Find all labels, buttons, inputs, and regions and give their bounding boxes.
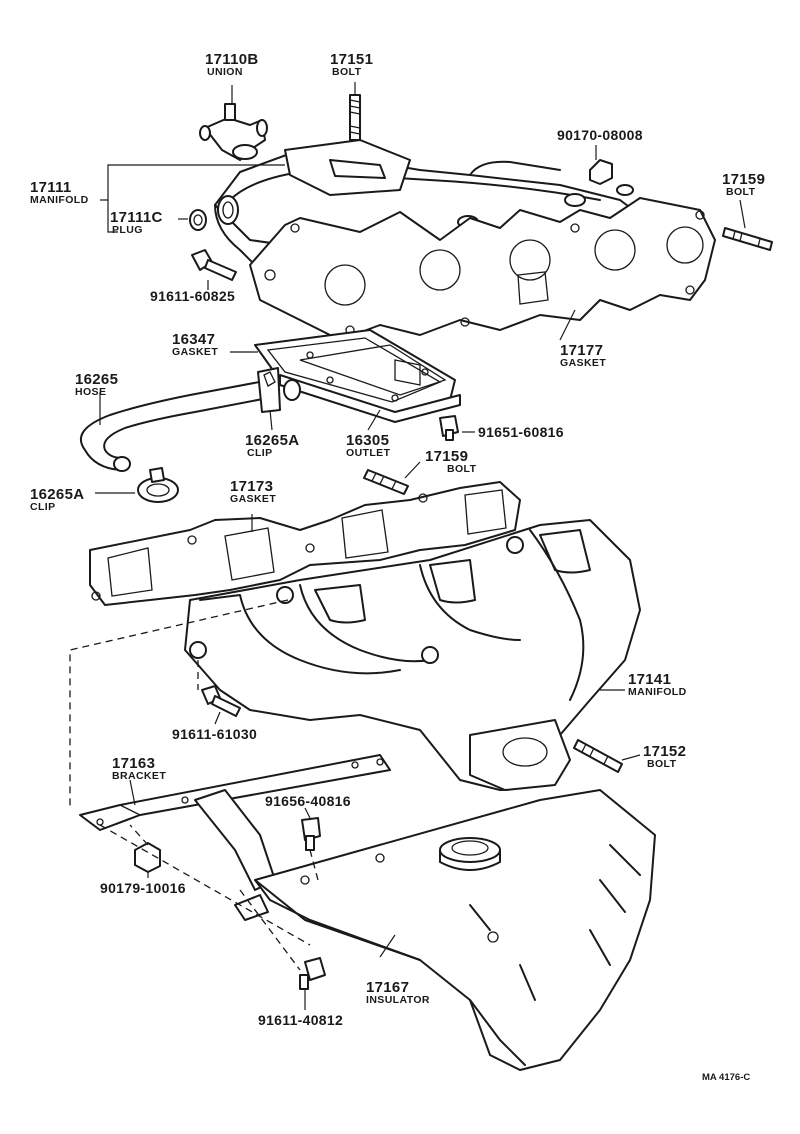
part-name: CLIP (247, 447, 273, 459)
bolt-91611-40812-drawing (299, 957, 326, 990)
part-name: BRACKET (112, 770, 167, 782)
part-label-manifold-exhaust: 17141 MANIFOLD (628, 672, 687, 698)
part-number: 17177 (560, 342, 604, 359)
part-label-bolt-bracket: 91656-40816 (265, 794, 351, 808)
part-number: 17151 (330, 51, 374, 68)
part-name: UNION (207, 66, 243, 78)
part-number: 16305 (346, 432, 390, 449)
clip-lower-drawing (137, 467, 179, 503)
exhaust-manifold-drawing (184, 519, 641, 791)
bolt-91656-drawing (301, 817, 321, 851)
part-number: 17163 (112, 755, 156, 772)
stud-17159-mid-drawing (363, 469, 409, 495)
part-number: 17152 (643, 743, 687, 760)
part-label-gasket-outlet: 16347 GASKET (172, 332, 218, 358)
part-number: 91611-40812 (258, 1012, 344, 1028)
part-label-nut-bracket: 90179-10016 (100, 881, 186, 895)
part-label-bolt-insulator: 91611-40812 (258, 1013, 343, 1027)
hose-drawing (79, 379, 301, 472)
part-name: MANIFOLD (628, 686, 687, 698)
stud-17151-drawing (349, 94, 361, 141)
part-label-union: 17110B UNION (205, 52, 259, 78)
part-name: MANIFOLD (30, 194, 89, 206)
part-label-gasket-lower: 17173 GASKET (230, 479, 276, 505)
outlet-assembly-drawing (254, 329, 461, 423)
part-name: PLUG (112, 224, 143, 236)
part-label-bolt-outlet: 91651-60816 (478, 425, 564, 439)
part-label-gasket-upper: 17177 GASKET (560, 343, 606, 369)
part-name: BOLT (332, 66, 362, 78)
clip-upper-drawing (257, 367, 281, 413)
part-name: BOLT (647, 758, 677, 770)
part-label-manifold-upper: 17111 MANIFOLD (30, 180, 89, 206)
part-label-nut-top: 90170-08008 (557, 128, 643, 142)
part-label-insulator: 17167 INSULATOR (366, 980, 430, 1006)
part-label-bolt-top: 17151 BOLT (330, 52, 373, 78)
part-name: INSULATOR (366, 994, 430, 1006)
part-number: 90170-08008 (557, 127, 643, 143)
part-number: 17167 (366, 979, 410, 996)
part-label-bolt-mid: 17159 BOLT (425, 449, 476, 475)
document-reference: MA 4176-C (702, 1072, 751, 1083)
part-number: 91611-61030 (172, 726, 258, 742)
part-label-bolt-upper-left: 91611-60825 (150, 289, 235, 303)
stud-17159-right-drawing (722, 227, 773, 251)
part-name: BOLT (447, 463, 477, 475)
bolt-91611-61030-drawing (201, 685, 241, 717)
part-label-bolt-flange: 91611-61030 (172, 727, 257, 741)
part-label-clip-lower: 16265A CLIP (30, 487, 84, 513)
part-label-outlet: 16305 OUTLET (346, 433, 390, 459)
gasket-17177-drawing (249, 197, 716, 341)
part-name: BOLT (726, 186, 756, 198)
part-number: 16265A (245, 432, 300, 449)
part-number: 16265 (75, 371, 119, 388)
part-name: GASKET (230, 493, 277, 505)
stud-17152-drawing (573, 739, 623, 773)
part-number: 91651-60816 (478, 424, 564, 440)
part-number: 17111C (110, 209, 163, 226)
part-label-plug: 17111C PLUG (110, 210, 163, 236)
plug-drawing (189, 209, 207, 231)
alignment-lines (69, 599, 319, 971)
part-number: 91611-60825 (150, 288, 236, 304)
part-label-hose: 16265 HOSE (75, 372, 118, 398)
part-number: 17159 (722, 171, 766, 188)
nut-90179-drawing (134, 842, 161, 873)
part-label-bolt-right: 17159 BOLT (722, 172, 765, 198)
bolt-91651-drawing (439, 415, 459, 441)
part-name: HOSE (75, 386, 107, 398)
part-number: 17111 (30, 179, 72, 196)
part-number: 16265A (30, 486, 85, 503)
part-name: GASKET (172, 346, 219, 358)
part-number: 17110B (205, 51, 259, 68)
part-label-stud-lower: 17152 BOLT (643, 744, 686, 770)
leader-lines (95, 82, 746, 1010)
part-name: OUTLET (346, 447, 391, 459)
bolt-91611-60825-drawing (191, 249, 237, 281)
part-number: 90179-10016 (100, 880, 186, 896)
insulator-drawing (234, 789, 656, 1071)
part-number: 16347 (172, 331, 216, 348)
part-number: 91656-40816 (265, 793, 351, 809)
part-number: 17173 (230, 478, 274, 495)
part-name: GASKET (560, 357, 607, 369)
part-number: 17159 (425, 448, 469, 465)
nut-90170-drawing (589, 159, 613, 185)
part-label-bracket: 17163 BRACKET (112, 756, 166, 782)
union-drawing (199, 103, 268, 161)
bracket-drawing (79, 754, 391, 891)
part-name: CLIP (30, 501, 56, 513)
gasket-17173-drawing (89, 481, 521, 606)
part-label-clip-upper: 16265A CLIP (245, 433, 299, 459)
part-number: 17141 (628, 671, 672, 688)
